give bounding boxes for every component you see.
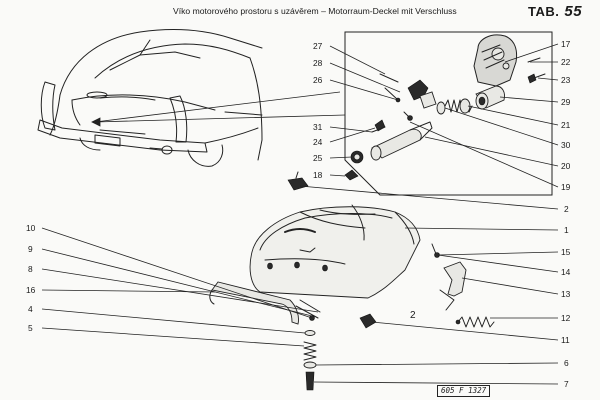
car-rear-illustration: [37, 29, 346, 167]
engine-lid: [249, 204, 421, 299]
lock-assembly-parts: [287, 34, 546, 191]
hinge-and-hardware: [209, 243, 495, 391]
callout-10: 10: [26, 223, 36, 233]
callout-31: 31: [313, 122, 323, 132]
tab-prefix: TAB.: [528, 4, 560, 19]
callout-20: 20: [561, 161, 571, 171]
callout-16: 16: [26, 285, 36, 295]
callout-27: 27: [313, 41, 323, 51]
callout-12: 12: [561, 313, 571, 323]
callout-2-upper: 2: [564, 204, 569, 214]
callout-14: 14: [561, 267, 571, 277]
callout-11: 11: [561, 335, 570, 345]
page-title: Víko motorového prostoru s uzávěrem – Mo…: [173, 6, 457, 16]
callout-18: 18: [313, 170, 323, 180]
callout-17: 17: [561, 39, 571, 49]
callout-26: 26: [313, 75, 323, 85]
callout-22: 22: [561, 57, 571, 67]
lock-detail-inset: [344, 31, 553, 196]
callout-21: 21: [561, 120, 571, 130]
callout-25: 25: [313, 153, 323, 163]
drawing-number-stamp: 605 F 1327: [437, 385, 491, 397]
callout-6: 6: [564, 358, 569, 368]
callout-5: 5: [28, 323, 33, 333]
callout-numbers: 27 28 26 31 24 25 18 17 22 23 29 21 30 2…: [26, 39, 571, 389]
callout-7: 7: [564, 379, 569, 389]
callout-30: 30: [561, 140, 571, 150]
callout-2-lower: 2: [410, 310, 416, 321]
callout-4: 4: [28, 304, 33, 314]
callout-29: 29: [561, 97, 571, 107]
callout-9: 9: [28, 244, 33, 254]
tab-number: 55: [564, 3, 583, 20]
callout-8: 8: [28, 264, 33, 274]
callout-15: 15: [561, 247, 571, 257]
leader-lines: [41, 43, 559, 385]
callout-24: 24: [313, 137, 323, 147]
callout-23: 23: [561, 75, 571, 85]
callout-13: 13: [561, 289, 571, 299]
callout-19: 19: [561, 182, 571, 192]
table-label: TAB. 55: [528, 3, 582, 20]
callout-28: 28: [313, 58, 323, 68]
callout-1: 1: [564, 225, 569, 235]
